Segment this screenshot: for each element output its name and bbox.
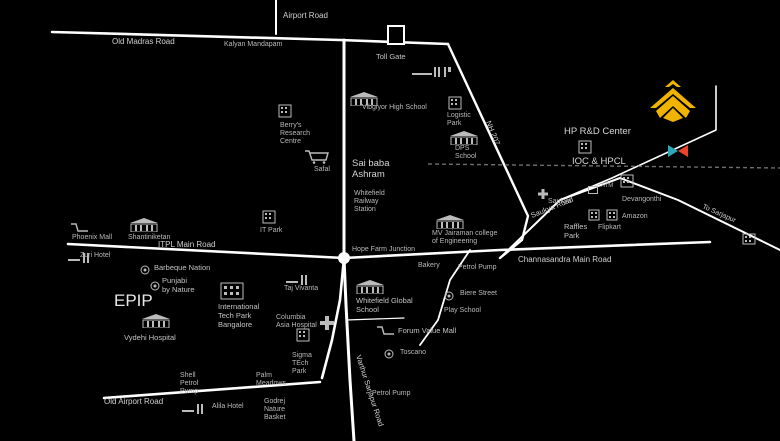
toll-gate-label: Toll Gate xyxy=(376,52,406,61)
zuri-hotel-label: Zuri Hotel xyxy=(80,252,111,259)
logistic-park-label: Logistic Park xyxy=(447,112,471,127)
project-logo-icon xyxy=(650,78,696,122)
food-plate-icon xyxy=(150,278,160,291)
it-park-label: IT Park xyxy=(260,227,283,234)
forum-value-mall-label: Forum Value Mall xyxy=(398,326,457,335)
epip-label: EPIP xyxy=(114,291,153,310)
old-airport-road-label: Old Airport Road xyxy=(104,397,164,406)
hp-connector-road xyxy=(559,85,717,201)
taj-vivanta-label: Taj Vivanta xyxy=(284,285,319,292)
school-building-icon xyxy=(436,215,464,230)
office-building-icon xyxy=(620,174,634,188)
office-building-icon xyxy=(578,140,592,154)
alila-hotel-label: Alila Hotel xyxy=(212,403,244,410)
hope-farm-junction-label: Hope Farm Junction xyxy=(352,246,416,253)
hope-farm-link xyxy=(345,317,405,321)
vydehi-hospital-label: Vydehi Hospital xyxy=(124,333,176,342)
godrej-nature-basket-label: Godrej Nature Basket xyxy=(264,398,286,421)
office-building-icon xyxy=(278,104,292,118)
food-plate-icon xyxy=(140,262,150,275)
play-school-label: Play School xyxy=(444,307,481,314)
channasandra-main-road xyxy=(342,240,712,260)
palm-meadows-label: Palm Meadows xyxy=(256,372,286,387)
school-building-icon xyxy=(450,131,478,146)
bakery-label: Bakery xyxy=(418,262,440,269)
railway-line xyxy=(427,163,780,169)
petrol-pump-1-label: Petrol Pump xyxy=(458,264,497,271)
flipkart-label: Flipkart xyxy=(598,224,621,231)
phoenix-mall-label: Phoenix Mall xyxy=(72,234,113,241)
itpl-main-road-label: ITPL Main Road xyxy=(158,240,216,249)
school-building-icon xyxy=(356,280,384,295)
main-north-south-road xyxy=(342,38,356,441)
safal-label: Safal xyxy=(314,166,330,173)
shopping-cart-icon xyxy=(304,150,330,164)
toscano-label: Toscano xyxy=(400,349,427,356)
hp-rnd-center-label: HP R&D Center xyxy=(564,126,631,137)
sigma-tech-park-label: Sigma TEch Park xyxy=(292,352,312,375)
dps-school-label: DPS School xyxy=(455,145,477,160)
office-building-icon xyxy=(296,328,310,342)
restaurant-icon xyxy=(68,250,92,263)
saukya-label: Saukya xyxy=(548,198,572,205)
biere-street-label: Biere Street xyxy=(460,290,497,297)
itpl-main-road xyxy=(66,242,346,260)
hospital-cross-icon xyxy=(320,316,334,330)
shantiniketan-label: Shantiniketan xyxy=(128,234,171,241)
amazon-label: Amazon xyxy=(622,213,648,220)
branch-road xyxy=(419,249,471,346)
hope-farm-junction-marker xyxy=(338,252,350,264)
raffles-park-label: Raffles Park xyxy=(564,222,588,240)
sai-baba-ashram-label: Sai baba Ashram xyxy=(352,158,390,180)
whitefield-global-label: Whitefield Global School xyxy=(356,296,413,314)
site-marker-icon xyxy=(668,144,688,157)
food-plate-icon xyxy=(444,288,454,301)
hospital-building-icon xyxy=(142,314,170,329)
restaurant-icon xyxy=(182,401,206,414)
restaurant-icon xyxy=(412,64,456,77)
channasandra-road-label: Channasandra Main Road xyxy=(518,255,612,264)
atm-icon xyxy=(588,181,598,194)
food-plate-icon xyxy=(384,346,394,359)
vibgiyor-school-label: Vibgiyor High School xyxy=(362,104,427,111)
to-sarjapur-road xyxy=(619,177,780,251)
shell-petrol-pump-label: Shell Petrol Pump xyxy=(180,372,199,395)
office-building-icon xyxy=(588,208,600,221)
shopping-bag-icon xyxy=(70,222,90,234)
old-madras-road xyxy=(50,30,450,46)
nh207-label: NH 207 xyxy=(484,119,502,146)
shopping-bag-icon xyxy=(376,325,396,337)
office-building-icon xyxy=(262,210,276,224)
office-building-icon xyxy=(742,232,756,245)
restaurant-icon xyxy=(286,272,310,285)
kalyan-mandapam-label: Kalyan Mandapam xyxy=(224,41,283,48)
petrol-pump-2-label: Petrol Pump xyxy=(372,390,411,397)
office-building-icon xyxy=(448,96,462,110)
whitefield-station-label: Whitefield Railway Station xyxy=(354,190,385,213)
school-building-icon xyxy=(350,92,378,107)
mv-jayaraman-label: MV Jairaman college of Engineering xyxy=(432,230,498,245)
tech-park-building-icon xyxy=(220,282,244,300)
old-madras-road-label: Old Madras Road xyxy=(112,37,175,46)
itpb-label: International Tech Park Bangalore xyxy=(218,302,260,329)
airport-road-label: Airport Road xyxy=(283,11,328,20)
varthur-curve-road xyxy=(320,256,346,380)
barbeque-nation-label: Barbeque Nation xyxy=(154,263,211,272)
old-airport-road xyxy=(102,380,322,400)
columbia-asia-label: Columbia Asia Hospital xyxy=(276,314,317,329)
atm-label: ATM xyxy=(601,183,614,189)
toll-gate-marker xyxy=(387,25,405,45)
devangonthi-label: Devangonthi xyxy=(622,196,662,203)
ioc-hpcl-label: IOC & HPCL xyxy=(572,156,626,167)
berrys-research-label: Berry's Research Centre xyxy=(280,122,310,145)
school-building-icon xyxy=(130,218,158,233)
hospital-cross-icon xyxy=(538,186,548,199)
punjabi-by-nature-label: Punjabi by Nature xyxy=(162,276,195,294)
office-building-icon xyxy=(606,208,618,221)
